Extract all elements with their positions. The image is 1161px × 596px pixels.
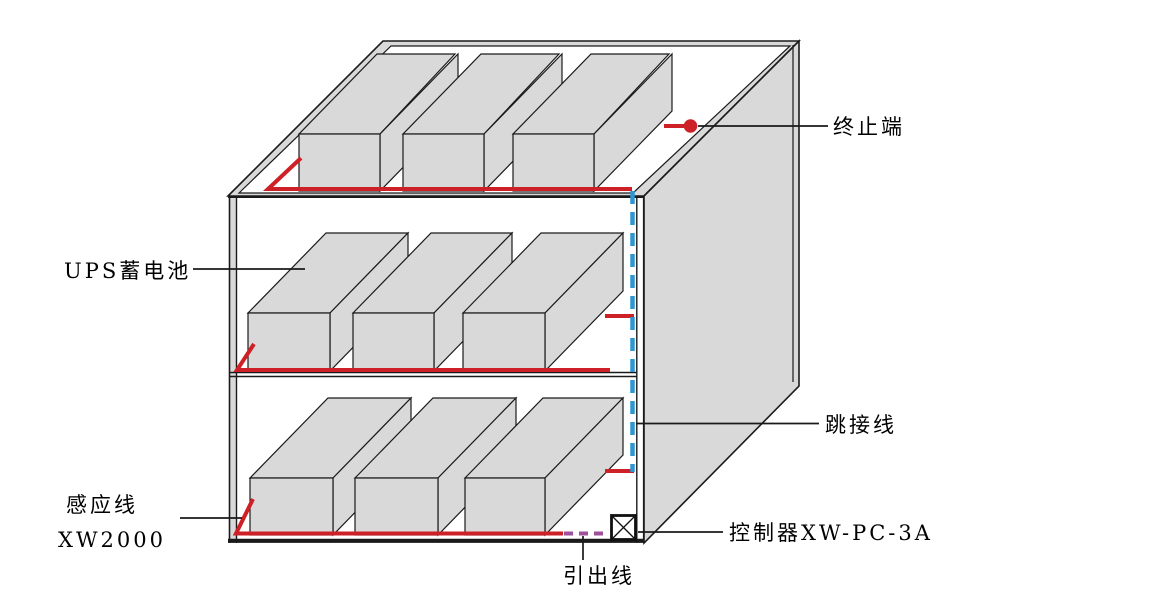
label-jumper-wire: 跳接线 [825, 413, 897, 437]
battery-row-top [297, 52, 673, 193]
label-terminator: 终止端 [833, 115, 905, 139]
cabinet-left-wall [229, 196, 237, 543]
label-lead-out-wire: 引出线 [563, 564, 635, 588]
sensor-wire-middle-shelf [233, 342, 610, 372]
battery-box [511, 52, 673, 193]
battery-box [401, 52, 563, 193]
battery-front-face [402, 133, 485, 192]
label-ups-battery: UPS蓄电池 [64, 259, 191, 283]
battery-front-face [462, 312, 546, 372]
battery-row-middle [246, 231, 625, 373]
sensor-wire-circuit [232, 124, 684, 536]
sensor-wire-bottom-shelf [232, 498, 563, 536]
battery-front-face [247, 312, 331, 372]
battery-front-face [512, 133, 595, 192]
battery-front-face [249, 477, 334, 536]
label-sensor-wire-line1: 感应线 [66, 493, 138, 517]
battery-box [463, 396, 625, 537]
battery-front-face [354, 477, 439, 536]
sensor-wire-top-shelf [262, 156, 632, 191]
terminator-dot-icon [683, 119, 698, 133]
battery-row-bottom [248, 396, 625, 537]
battery-front-face [464, 477, 546, 536]
label-controller: 控制器XW-PC-3A [729, 521, 933, 545]
controller-box-icon [610, 514, 637, 541]
battery-box [461, 231, 625, 373]
battery-front-face [352, 312, 435, 372]
battery-front-face [298, 133, 381, 192]
controller-box-cross-line [611, 515, 636, 540]
label-sensor-wire-line2: XW2000 [58, 528, 166, 552]
